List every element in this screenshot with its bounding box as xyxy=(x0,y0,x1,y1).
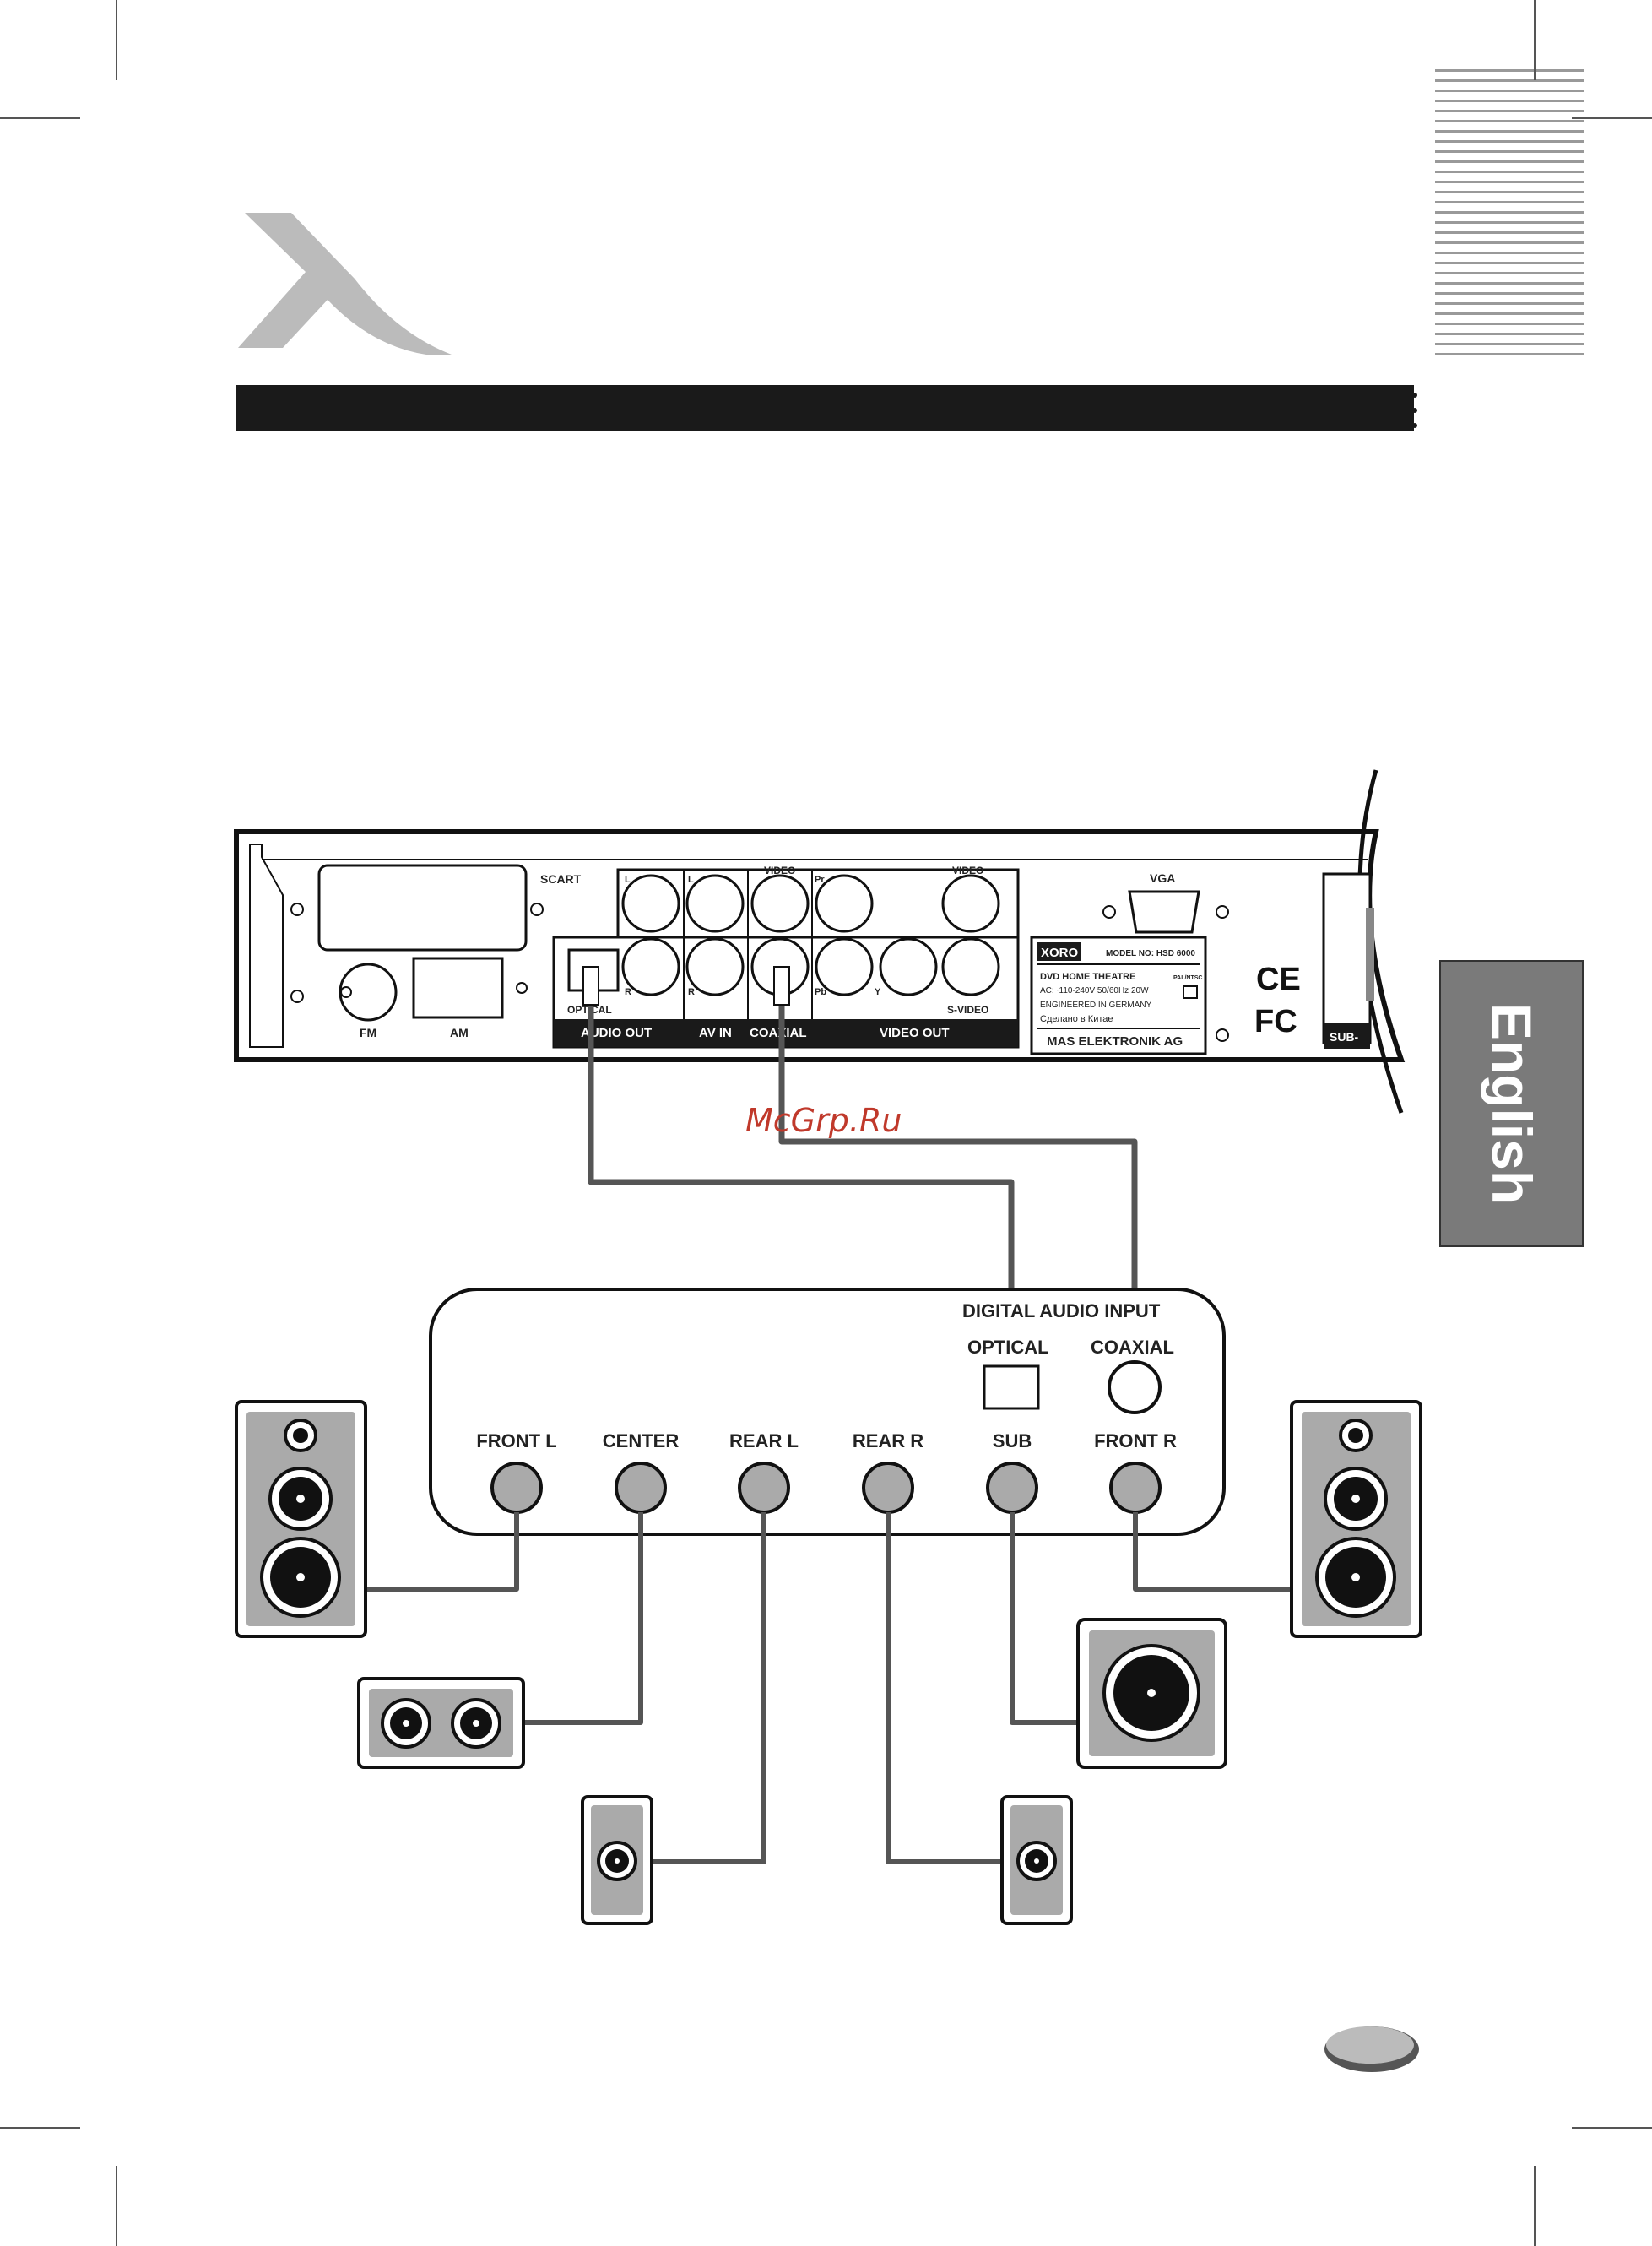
scart-port xyxy=(317,864,528,952)
r-label-2: R xyxy=(688,987,695,997)
pr-label: Pr xyxy=(815,875,825,885)
coaxial-input-port xyxy=(1108,1360,1162,1414)
speaker-cables xyxy=(366,1512,1292,1864)
av-in-section: AV IN xyxy=(699,1026,732,1040)
am-antenna-port xyxy=(412,957,504,1019)
l-label-2: L xyxy=(688,875,694,885)
audio-out-section: AUDIO OUT xyxy=(581,1026,652,1040)
vga-port xyxy=(1128,890,1200,934)
label-engineered: ENGINEERED IN GERMANY xyxy=(1040,1001,1152,1010)
label-brand: XORO xyxy=(1041,946,1079,960)
optical-input-label: OPTICAL xyxy=(967,1337,1049,1358)
rear-l-label: REAR L xyxy=(729,1430,799,1451)
label-product: DVD HOME THEATRE xyxy=(1040,972,1135,982)
language-tab-label: English xyxy=(1480,1002,1543,1205)
speaker-center xyxy=(357,1677,525,1769)
optical-input-port xyxy=(983,1364,1040,1410)
sub-label-receiver: SUB xyxy=(993,1430,1032,1451)
speaker-subwoofer xyxy=(1076,1618,1227,1769)
digital-cables xyxy=(588,1001,1138,1355)
fc-mark: FC xyxy=(1254,1004,1297,1039)
am-label: AM xyxy=(450,1026,469,1039)
watermark: McGrp.Ru xyxy=(745,1102,902,1139)
video-label-a: VIDEO xyxy=(764,865,795,876)
sub-jack xyxy=(986,1462,1038,1514)
l-label-1: L xyxy=(625,875,631,885)
dvd-rear-panel: SCART FM AM AUDIO OUT AV IN COAXIAL VIDE… xyxy=(234,769,1406,1114)
label-power: AC:~110-240V 50/60Hz 20W xyxy=(1040,986,1149,996)
pb-label: Pb xyxy=(815,987,826,997)
label-pal: PAL/NTSC xyxy=(1173,975,1202,981)
rear-r-jack xyxy=(862,1462,914,1514)
sub-label: SUB- xyxy=(1330,1030,1359,1044)
rear-l-jack xyxy=(738,1462,790,1514)
front-r-label: FRONT R xyxy=(1094,1430,1177,1451)
speaker-rear-right xyxy=(1000,1795,1073,1925)
brand-logo xyxy=(238,213,452,355)
ce-mark: CE xyxy=(1256,962,1301,997)
center-label: CENTER xyxy=(603,1430,680,1451)
rating-label: XORO MODEL NO: HSD 6000 DVD HOME THEATRE… xyxy=(1030,936,1207,1055)
r-label-1: R xyxy=(625,987,631,997)
language-tab[interactable]: English xyxy=(1439,960,1584,1247)
speaker-rear-left xyxy=(581,1795,653,1925)
scart-label: SCART xyxy=(540,872,582,886)
speaker-front-right xyxy=(1290,1400,1422,1638)
center-jack xyxy=(615,1462,667,1514)
front-l-label: FRONT L xyxy=(476,1430,556,1451)
header-bar xyxy=(236,385,1417,431)
digital-audio-input-label: DIGITAL AUDIO INPUT xyxy=(962,1300,1161,1321)
front-r-jack xyxy=(1109,1462,1162,1514)
coaxial-section: COAXIAL xyxy=(750,1026,807,1040)
rear-r-label: REAR R xyxy=(853,1430,923,1451)
label-model: MODEL NO: HSD 6000 xyxy=(1106,949,1195,958)
front-l-jack xyxy=(490,1462,543,1514)
coaxial-input-label: COAXIAL xyxy=(1091,1337,1174,1358)
video-out-section: VIDEO OUT xyxy=(880,1026,950,1040)
video-label-b: VIDEO xyxy=(952,865,983,876)
s-video-label: S-VIDEO xyxy=(947,1004,988,1016)
label-made-in: Сделано в Китае xyxy=(1040,1014,1113,1024)
y-label: Y xyxy=(875,987,881,997)
av-receiver: DIGITAL AUDIO INPUT OPTICAL COAXIAL FRON… xyxy=(429,1288,1226,1536)
fm-label: FM xyxy=(360,1026,376,1039)
vga-label: VGA xyxy=(1150,871,1175,885)
speaker-front-left xyxy=(235,1400,367,1638)
label-company: MAS ELEKTRONIK AG xyxy=(1047,1034,1183,1049)
page-number-oval xyxy=(1324,2026,1419,2072)
